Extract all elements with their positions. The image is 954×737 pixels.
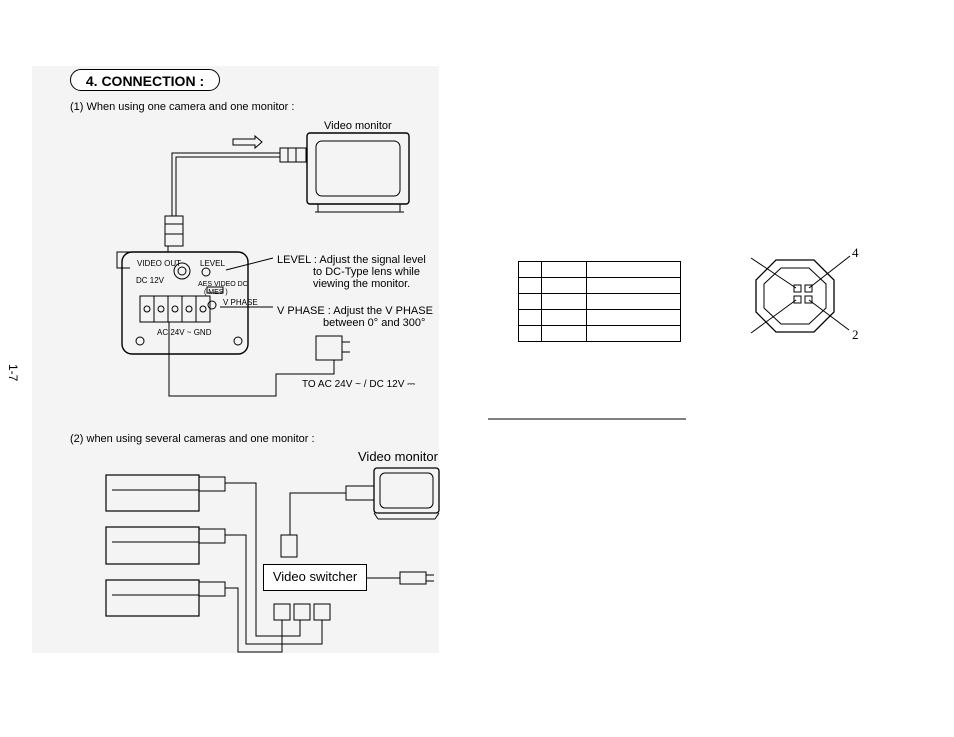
table-row — [518, 277, 681, 294]
table-row — [518, 325, 681, 342]
case1-monitor-label: Video monitor — [324, 120, 392, 132]
pin-table — [518, 261, 681, 342]
camera-a — [105, 474, 200, 512]
aes2-label: ( MES ) — [204, 289, 228, 296]
video-out-label: VIDEO OUT — [137, 259, 182, 268]
case2-heading: (2) when using several cameras and one m… — [70, 433, 315, 445]
camera-c — [105, 579, 200, 617]
table-row — [518, 293, 681, 310]
level-note-1: LEVEL : Adjust the signal level — [277, 254, 426, 266]
power-label: TO AC 24V ~ / DC 12V ⎓ — [302, 379, 416, 390]
vphase-note-2: between 0° and 300° — [323, 317, 426, 329]
level-label: LEVEL — [200, 259, 225, 268]
case2-monitor-label: Video monitor — [358, 449, 438, 464]
page-number: 1-7 — [6, 364, 20, 382]
vphase-label: V PHASE — [223, 298, 258, 307]
level-note-3: viewing the monitor. — [313, 278, 411, 290]
vphase-note-1: V PHASE : Adjust the V PHASE — [277, 305, 433, 317]
level-note-2: to DC-Type lens while — [313, 266, 420, 278]
case1-heading: (1) When using one camera and one monito… — [70, 101, 295, 113]
pin-label-2: 2 — [852, 327, 859, 342]
ac24-label: AC 24V ~ GND — [157, 328, 212, 337]
camera-rear — [121, 251, 249, 355]
connector-outline — [755, 259, 835, 333]
table-row — [518, 261, 681, 278]
video-switcher: Video switcher — [263, 564, 367, 591]
monitor-1 — [306, 132, 410, 205]
pin-label-4: 4 — [852, 245, 859, 260]
camera-b — [105, 526, 200, 565]
diagram-panel — [32, 66, 439, 653]
table-row — [518, 309, 681, 326]
section-title: 4. CONNECTION : — [70, 69, 220, 91]
dc12-label: DC 12V — [136, 276, 165, 285]
aes-label: AES VIDEO DC — [198, 281, 248, 288]
monitor-2 — [373, 467, 440, 514]
